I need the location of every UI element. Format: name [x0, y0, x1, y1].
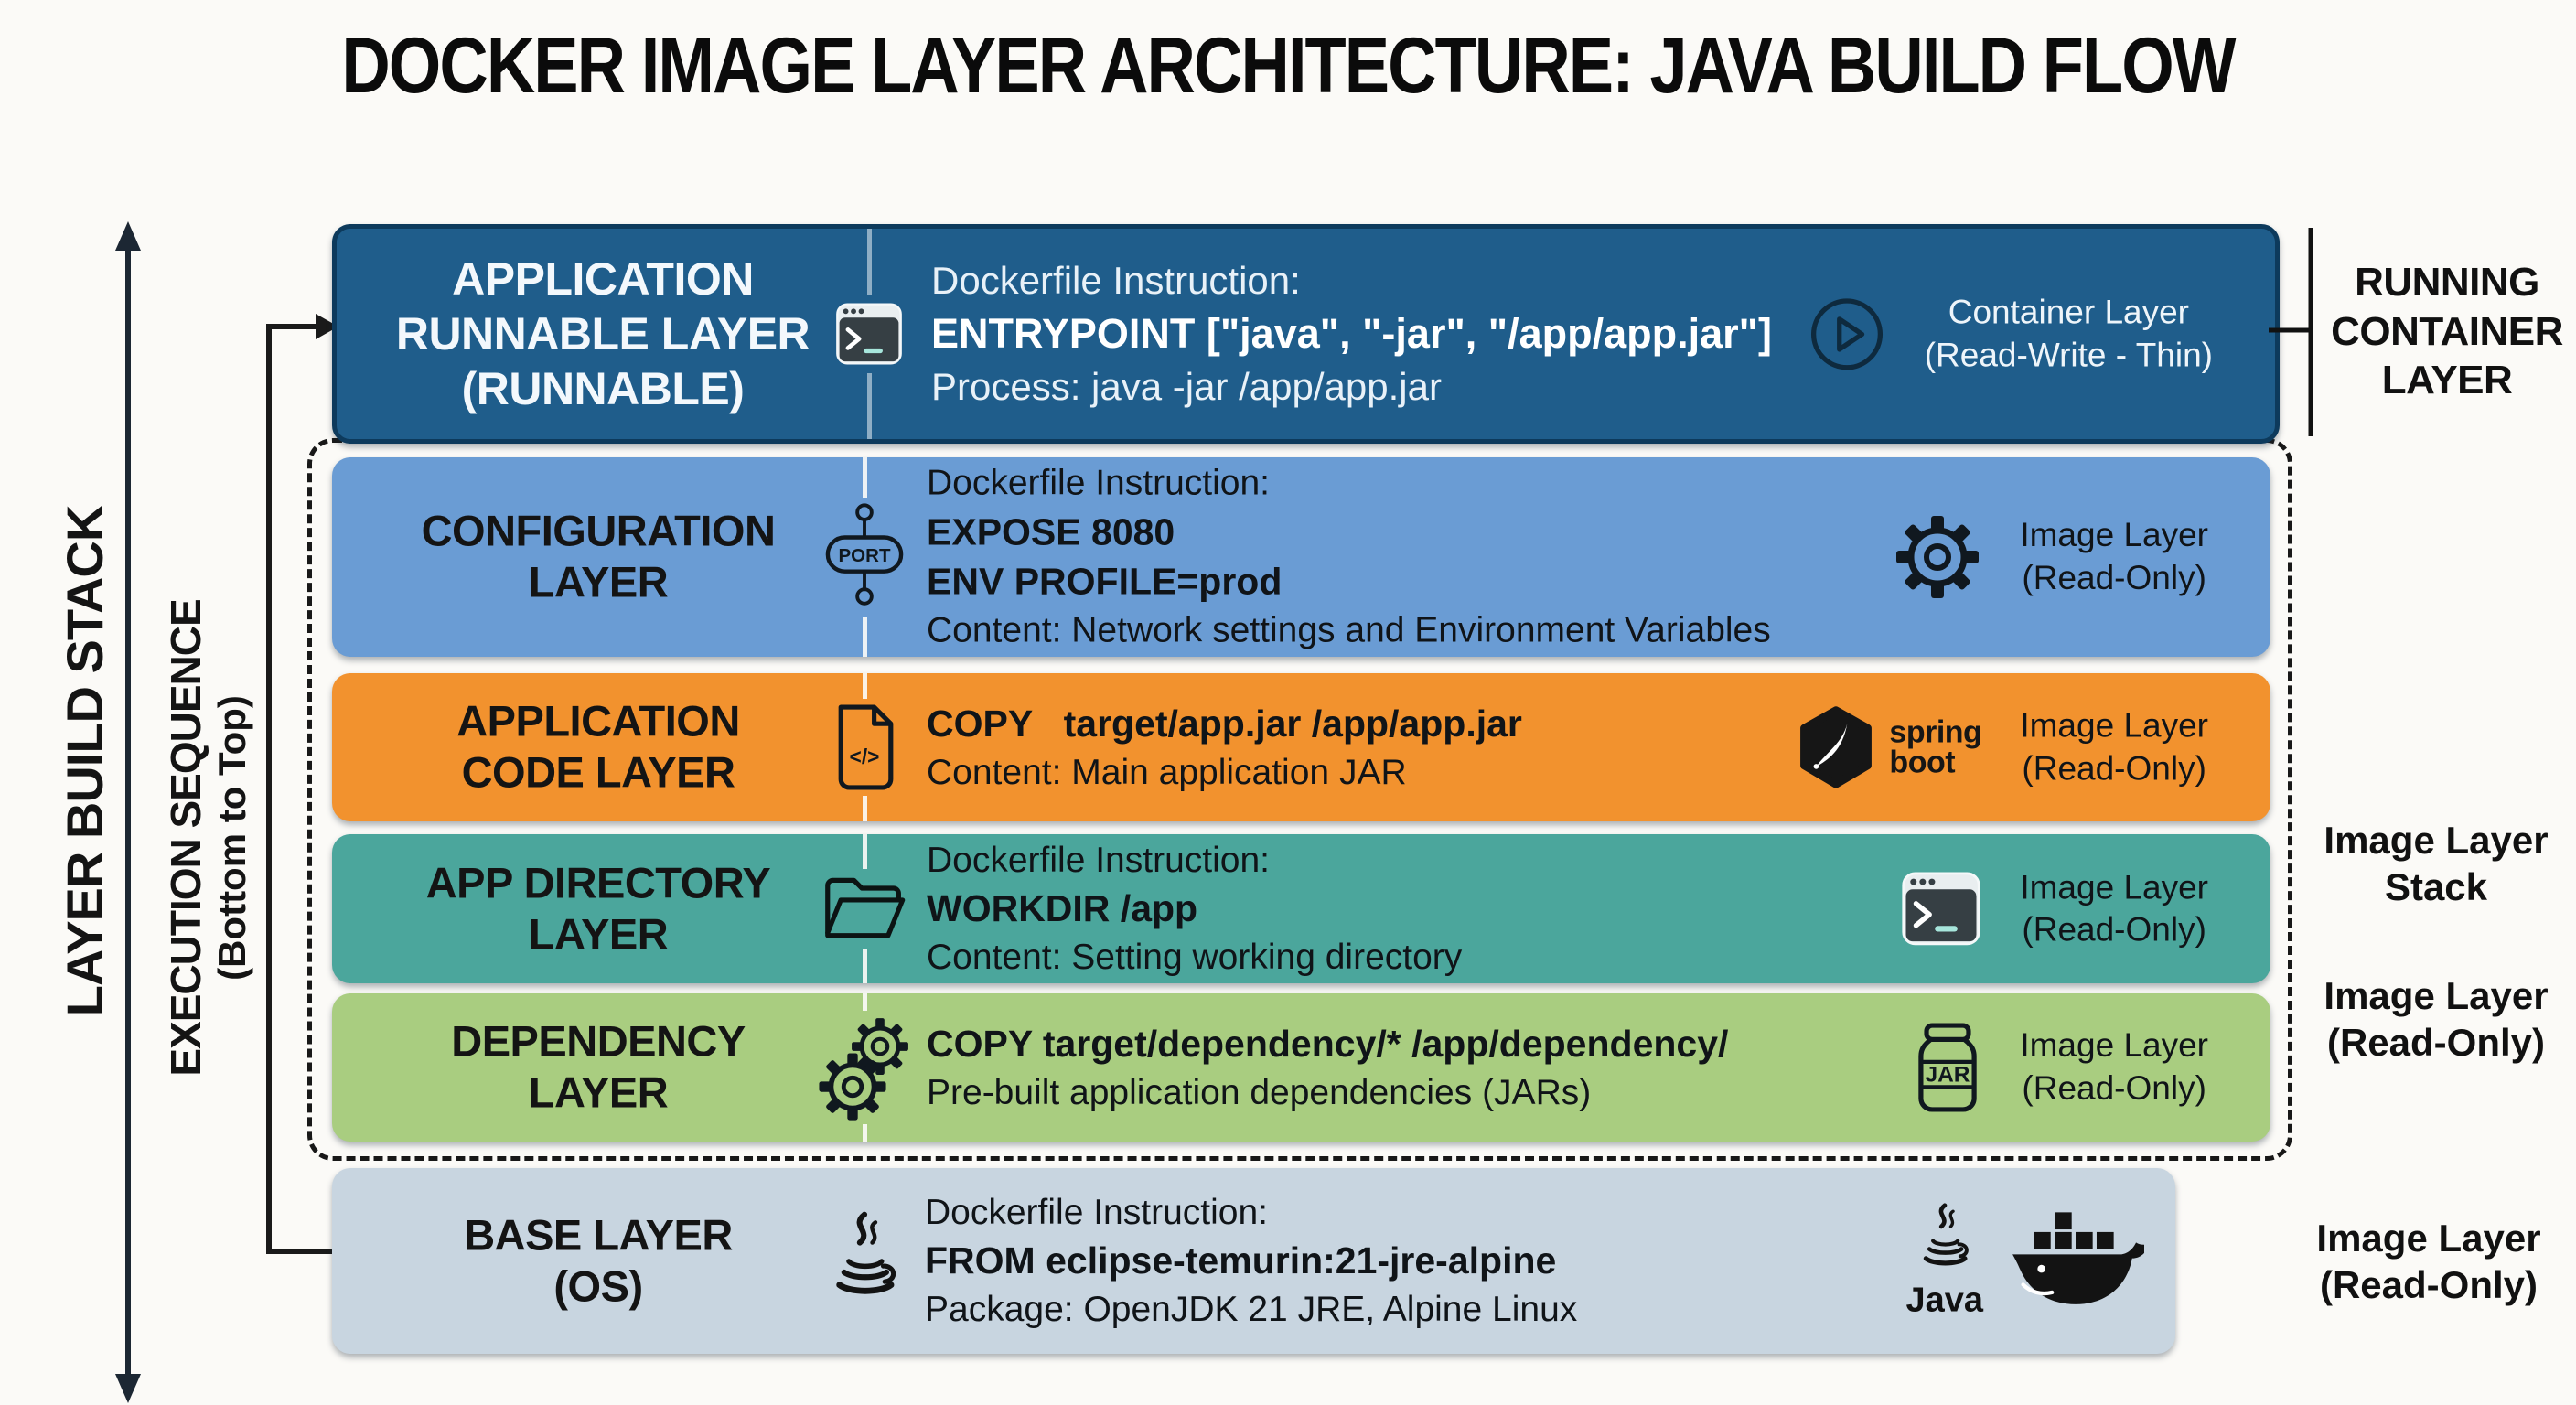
instruction-heading: Dockerfile Instruction: — [931, 259, 1301, 303]
layer-type-badge: Container Layer(Read-Write - Thin) — [1924, 293, 2213, 373]
docker-logo — [2007, 1210, 2144, 1313]
layer-row-base: BASE LAYER(OS) Dockerfile Instruction: F… — [332, 1168, 2175, 1354]
play-icon — [1808, 295, 1886, 373]
dockerfile-command: WORKDIR /app — [927, 887, 1198, 930]
page-title: DOCKER IMAGE LAYER ARCHITECTURE: JAVA BU… — [341, 21, 2236, 111]
java-logo: Java — [1905, 1202, 1983, 1320]
layer-right-group: Java — [1905, 1202, 2144, 1320]
layer-description: Process: java -jar /app/app.jar — [931, 364, 1442, 408]
layer-description: Content: Main application JAR — [927, 752, 1407, 792]
build-stack-double-arrow — [115, 221, 141, 1403]
terminal-icon — [1901, 869, 1981, 949]
dockerfile-command: ENTRYPOINT ["java", "-jar", "/app/app.ja… — [931, 310, 1773, 358]
layer-description: Pre-built application dependencies (JARs… — [927, 1072, 1592, 1112]
layer-right-group: Image Layer(Read-Only) — [1894, 513, 2208, 601]
gears-icon — [815, 1011, 914, 1124]
layer-description: Content: Network settings and Environmen… — [927, 610, 1771, 650]
execution-sequence-title: EXECUTION SEQUENCE — [162, 599, 209, 1077]
layer-type-badge: Image Layer(Read-Only) — [2020, 867, 2208, 949]
java-icon — [825, 1205, 904, 1317]
layer-description: Content: Setting working directory — [927, 937, 1463, 977]
layer-right-group: Container Layer(Read-Write - Thin) — [1808, 291, 2213, 376]
instruction-heading: Dockerfile Instruction: — [927, 463, 1270, 503]
layer-type-badge: Image Layer(Read-Only) — [2020, 706, 2208, 787]
dockerfile-command: ENV PROFILE=prod — [927, 561, 1283, 603]
code-file-icon: </> — [828, 699, 901, 796]
layer-build-stack-label: LAYER BUILD STACK — [56, 505, 113, 1017]
running-container-bracket — [2269, 228, 2313, 436]
gear-icon — [1894, 513, 1981, 601]
dockerfile-command: EXPOSE 8080 — [927, 510, 1175, 553]
instruction-heading: Dockerfile Instruction: — [925, 1192, 1268, 1232]
jar-icon: JAR — [1914, 1023, 1981, 1112]
svg-text:JAR: JAR — [1926, 1062, 1970, 1087]
layer-right-group: JAR Image Layer(Read-Only) — [1914, 1023, 2208, 1112]
svg-text:PORT: PORT — [839, 545, 891, 566]
layer-details: COPY target/dependency/* /app/dependency… — [927, 1019, 1728, 1116]
instruction-heading: Dockerfile Instruction: — [927, 840, 1270, 880]
base-readonly-label: Image Layer(Read-Only) — [2316, 1217, 2541, 1307]
dockerfile-command: COPY target/dependency/* /app/dependency… — [927, 1022, 1729, 1065]
layer-details: Dockerfile Instruction: ENTRYPOINT ["jav… — [931, 255, 1772, 413]
terminal-icon — [833, 295, 905, 373]
layer-title-base: BASE LAYER(OS) — [464, 1210, 733, 1311]
spring-boot-wordmark: spring boot — [1889, 714, 1982, 779]
layer-right-group: Image Layer(Read-Only) — [1901, 866, 2208, 951]
layer-type-badge: Image Layer(Read-Only) — [2020, 516, 2208, 596]
dependency-readonly-label: Image Layer(Read-Only) — [2324, 974, 2549, 1065]
execution-flow-arrow — [266, 314, 338, 1254]
layer-right-group: spring boot Image Layer(Read-Only) — [1794, 704, 2208, 789]
layer-details: Dockerfile Instruction: FROM eclipse-tem… — [925, 1188, 1577, 1333]
layer-details: Dockerfile Instruction: EXPOSE 8080 ENV … — [927, 460, 1771, 655]
layer-description: Package: OpenJDK 21 JRE, Alpine Linux — [925, 1289, 1578, 1329]
port-icon: PORT — [822, 498, 907, 617]
dockerfile-command: COPY target/app.jar /app/app.jar — [927, 702, 1522, 745]
spring-boot-logo: spring boot — [1794, 705, 1982, 789]
layer-details: Dockerfile Instruction: WORKDIR /app Con… — [927, 836, 1462, 981]
java-wordmark: Java — [1905, 1281, 1983, 1319]
layer-details: COPY target/app.jar /app/app.jar Content… — [927, 699, 1522, 796]
svg-text:</>: </> — [850, 745, 880, 768]
dockerfile-command: FROM eclipse-temurin:21-jre-alpine — [925, 1239, 1557, 1282]
layer-type-badge: Image Layer(Read-Only) — [2020, 1026, 2208, 1107]
folder-icon — [821, 868, 908, 949]
